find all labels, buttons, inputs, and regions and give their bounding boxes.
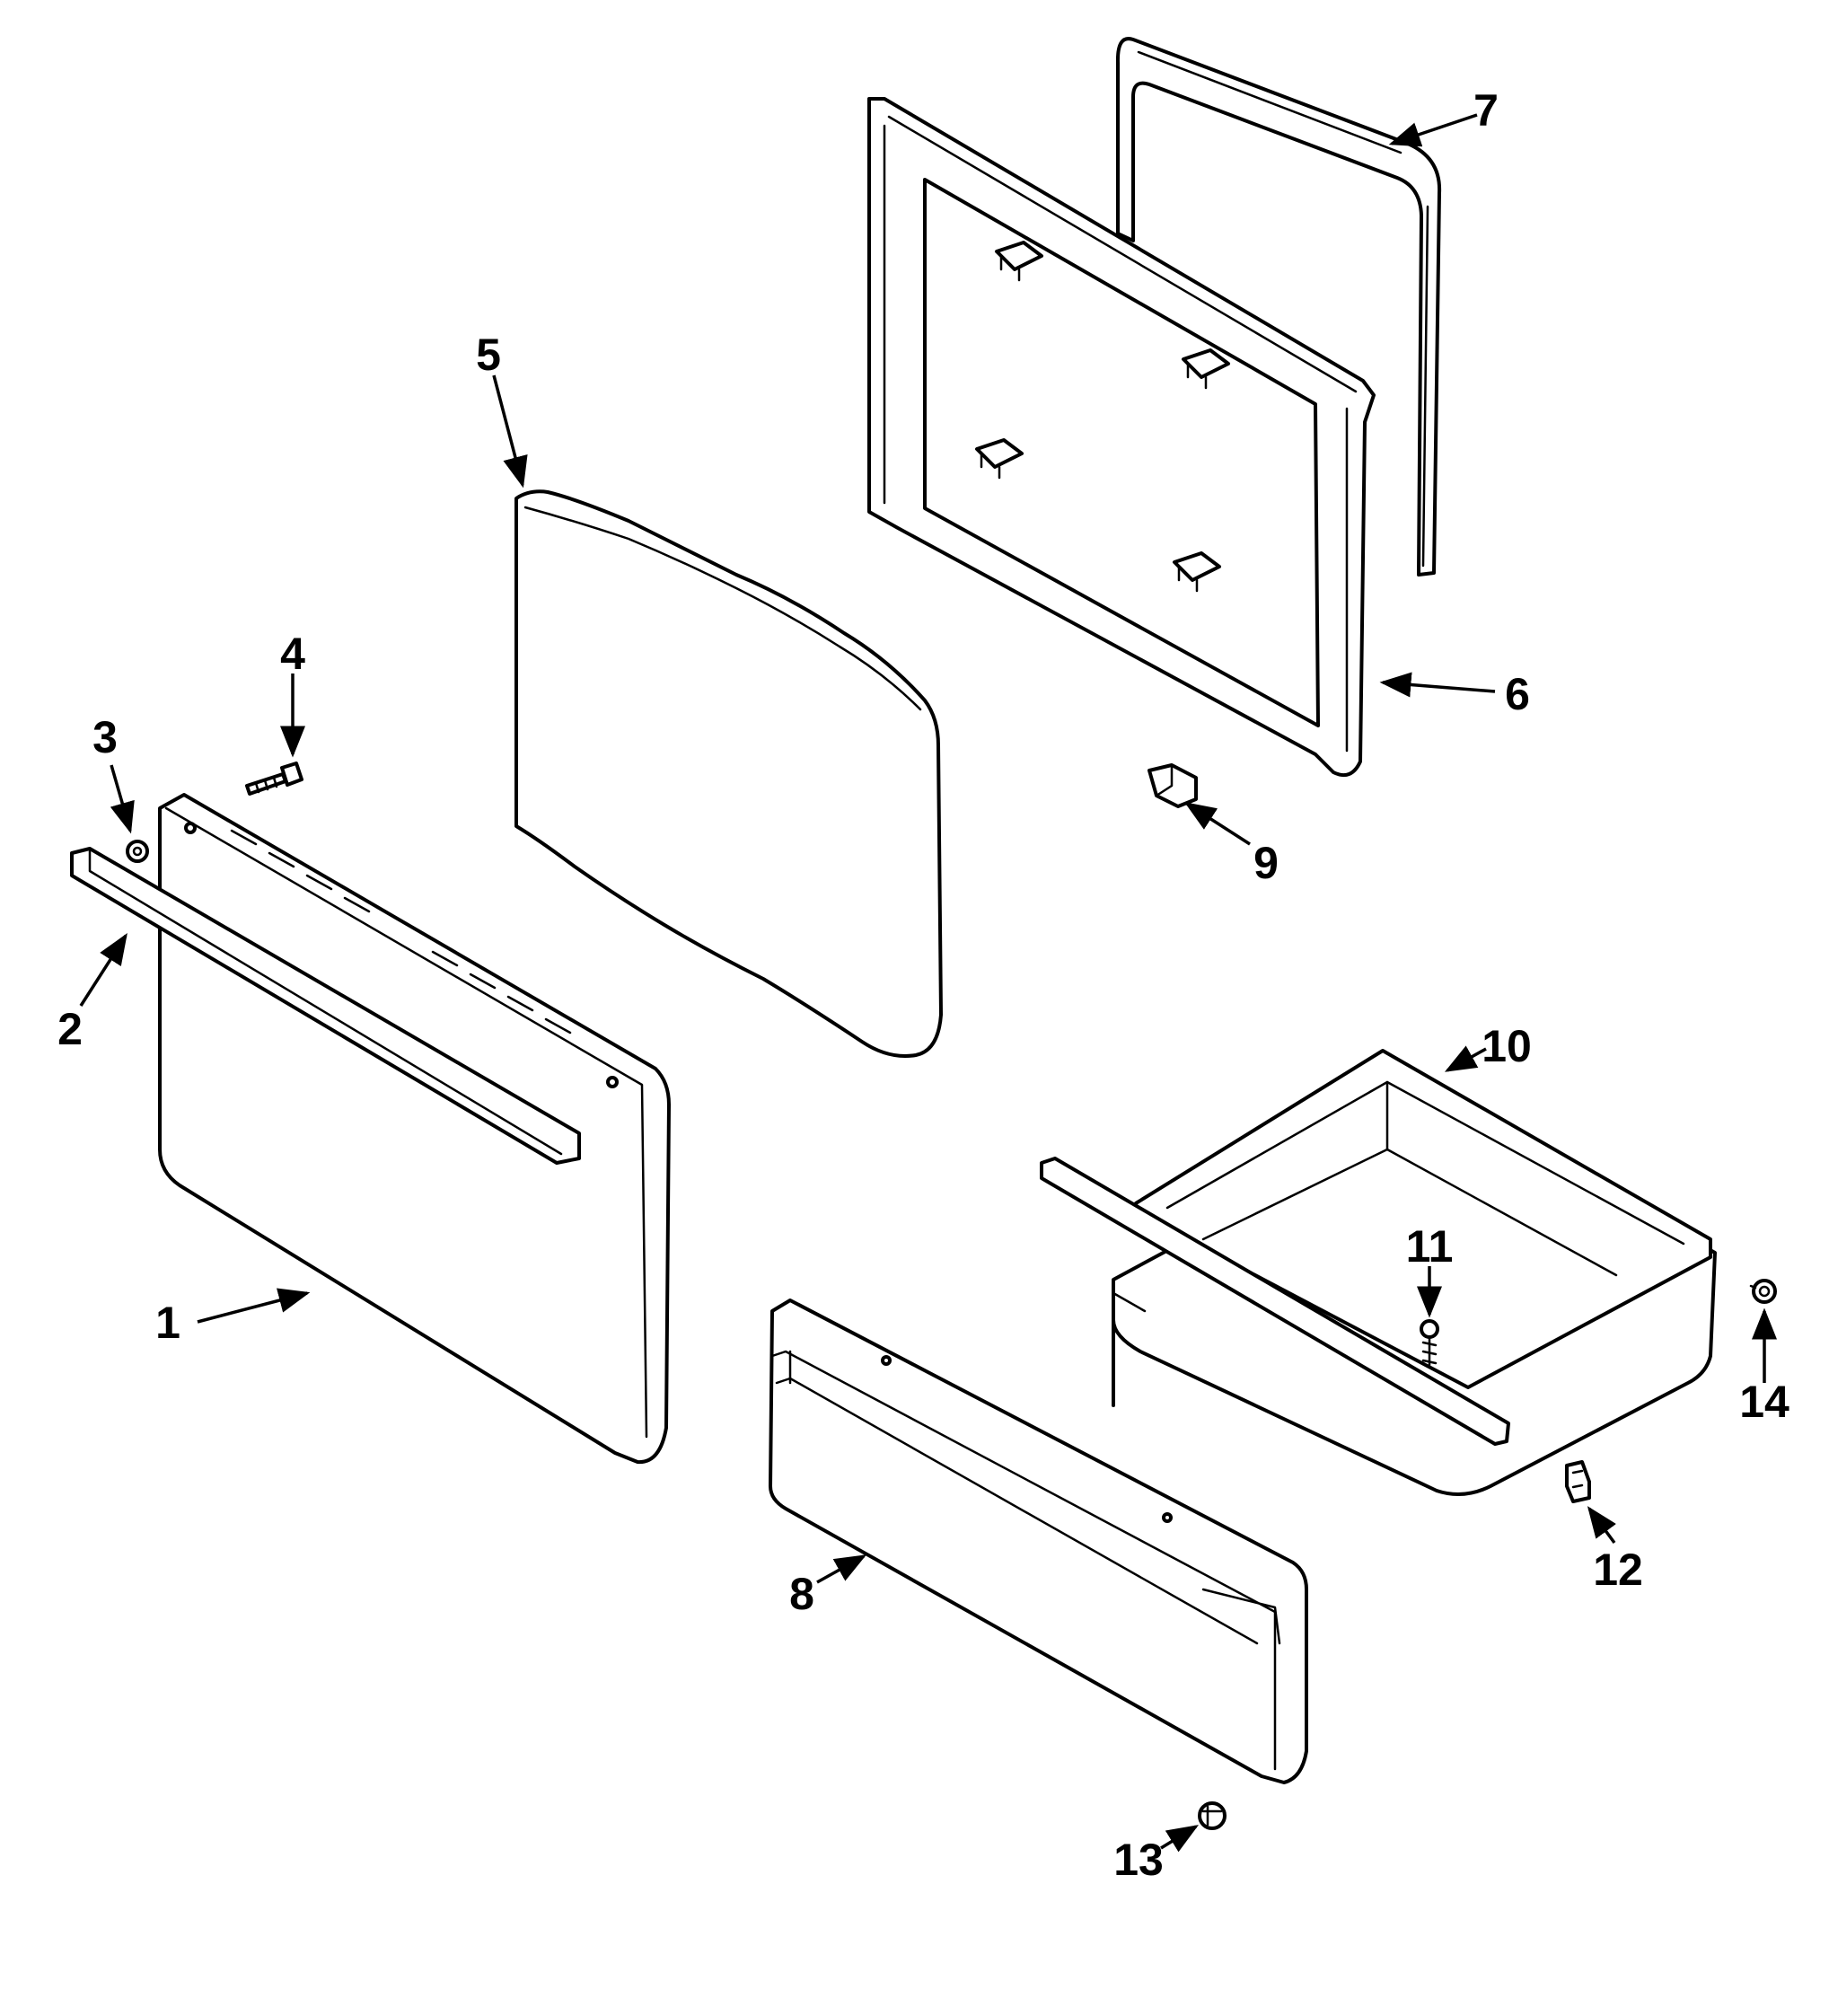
callout-6: 6 [1505,669,1530,719]
leader-12 [1587,1506,1616,1545]
leader-1 [197,1288,311,1324]
leader-8 [816,1554,867,1584]
callout-10: 10 [1482,1021,1532,1071]
frame-clip-4 [1173,551,1221,593]
callout-7: 7 [1473,85,1499,136]
leader-10 [1444,1045,1487,1072]
part-10-drawer-pan [1040,1049,1717,1496]
part-3-nut [126,840,149,863]
callout-4: 4 [280,629,305,679]
part-1-outer-door-panel [158,793,671,1465]
part-7-door-gasket [1115,37,1442,577]
part-4-screw [245,762,303,796]
callout-11: 11 [1406,1221,1454,1272]
leader-5 [492,374,528,489]
part-14-bumper [1749,1279,1777,1304]
callout-8: 8 [789,1569,814,1619]
part-8-drawer-front [769,1299,1308,1784]
leader-lines [79,113,1777,1853]
part-6-inner-door-frame [867,97,1376,777]
leader-2 [79,933,128,1007]
frame-clip-3 [975,438,1024,480]
leader-6 [1379,672,1496,698]
callout-3: 3 [92,712,118,762]
leader-7 [1388,113,1478,147]
frame-clip-2 [1182,348,1230,390]
callout-5: 5 [476,330,501,380]
part-11-drawer-screw [1420,1319,1439,1367]
part-9-bracket [1148,763,1198,808]
callout-14: 14 [1739,1377,1789,1427]
callout-2: 2 [57,1004,83,1054]
callout-13: 13 [1113,1835,1164,1885]
callout-1: 1 [155,1298,180,1348]
part-2-door-handle [70,847,581,1165]
callout-12: 12 [1593,1545,1643,1595]
callout-labels: 1 2 3 4 5 6 7 8 9 10 11 12 13 14 [57,85,1789,1885]
part-12-clip [1565,1460,1591,1503]
part-5-insulation [514,489,943,1058]
leader-13 [1160,1825,1199,1853]
callout-9: 9 [1253,838,1279,888]
frame-clip-1 [995,241,1043,282]
part-13-nut [1198,1801,1227,1830]
vent-slots [230,829,572,1034]
leader-9 [1184,802,1251,846]
leader-3 [110,764,135,834]
